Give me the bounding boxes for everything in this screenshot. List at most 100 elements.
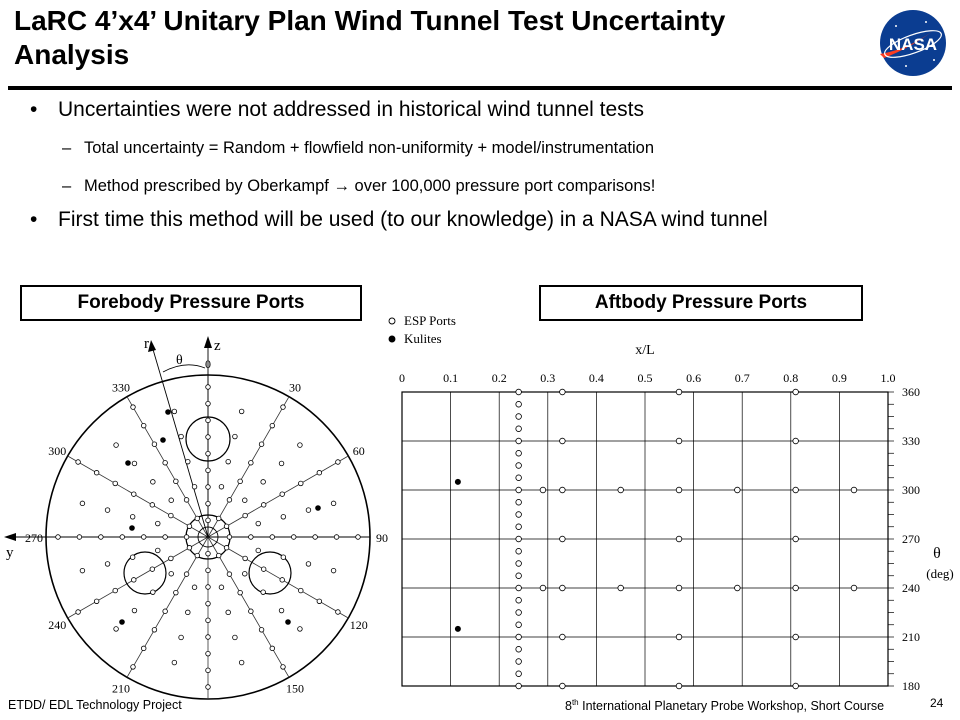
angle-label: 90 <box>376 531 388 545</box>
esp-port <box>191 584 198 590</box>
esp-port <box>141 422 147 429</box>
esp-port <box>515 670 522 677</box>
esp-port <box>269 422 275 429</box>
esp-port <box>232 634 238 641</box>
esp-port <box>539 486 547 494</box>
esp-port <box>205 650 211 657</box>
upper-circle <box>185 416 231 462</box>
esp-port <box>173 589 179 596</box>
esp-port <box>515 609 522 616</box>
esp-port <box>205 634 211 640</box>
esp-port <box>559 633 566 641</box>
esp-port <box>226 534 233 540</box>
esp-port <box>205 500 211 507</box>
esp-port <box>155 520 161 527</box>
esp-port <box>162 608 168 614</box>
esp-port <box>515 511 522 518</box>
esp-port <box>675 437 683 445</box>
esp-port <box>205 484 211 490</box>
esp-port <box>792 682 799 690</box>
esp-port <box>171 408 178 415</box>
esp-port <box>178 433 184 440</box>
radial-line <box>126 396 209 538</box>
esp-port <box>515 425 522 432</box>
esp-port <box>75 459 81 465</box>
radial-line <box>207 455 349 538</box>
forebody-diagram: yzrθ0330300270240210180150120906030 <box>4 336 388 700</box>
esp-port <box>205 584 211 590</box>
angle-label: 60 <box>353 444 365 458</box>
angle-label: 30 <box>289 380 301 394</box>
x-axis-label: x/L <box>635 343 654 358</box>
x-tick-label: 0.5 <box>638 371 653 385</box>
esp-port <box>183 571 190 577</box>
esp-port <box>242 512 248 519</box>
esp-port <box>305 507 312 513</box>
esp-port <box>280 664 286 670</box>
y-tick-label: 360 <box>902 385 920 399</box>
esp-port <box>131 607 138 614</box>
esp-port <box>162 534 168 540</box>
angle-label: 300 <box>48 444 66 458</box>
esp-port <box>75 609 81 615</box>
esp-port <box>205 617 211 624</box>
y-axis-symbol: θ <box>933 545 941 562</box>
legend-marker <box>388 335 396 343</box>
esp-port <box>515 474 522 481</box>
theta-arc <box>162 364 206 373</box>
esp-port <box>151 627 158 633</box>
sub-bullet-dash: – <box>62 139 72 157</box>
esp-port <box>205 467 211 474</box>
page-number: 24 <box>930 696 944 710</box>
footer-workshop: 8th International Planetary Probe Worksh… <box>565 698 884 713</box>
theta-label: θ <box>176 353 183 368</box>
esp-port <box>675 682 683 690</box>
plot-frame <box>401 391 889 687</box>
esp-port <box>515 597 522 604</box>
footer-workshop-sup: th <box>571 698 579 707</box>
sub-bullet-text-part: over 100,000 pressure port comparisons! <box>349 177 656 195</box>
esp-port <box>675 584 683 592</box>
nasa-logo-icon: NASA <box>880 10 946 76</box>
radial-line <box>126 536 209 678</box>
esp-port <box>515 572 522 579</box>
esp-port <box>129 554 136 560</box>
esp-port <box>130 664 136 670</box>
kulite-port <box>129 525 135 531</box>
esp-port <box>205 434 211 440</box>
esp-port <box>76 534 83 540</box>
legend-label: Kulites <box>404 331 442 346</box>
esp-port <box>226 497 233 503</box>
esp-port <box>216 552 222 559</box>
title-divider <box>8 86 952 90</box>
esp-port <box>734 584 741 592</box>
esp-port <box>155 547 161 554</box>
esp-port <box>183 534 190 540</box>
esp-port <box>297 626 303 632</box>
esp-port <box>269 534 275 540</box>
esp-port <box>168 497 174 503</box>
esp-port <box>183 497 190 503</box>
esp-port <box>297 442 303 448</box>
esp-port <box>149 566 156 572</box>
esp-port <box>151 441 158 447</box>
esp-port <box>129 514 136 520</box>
esp-port <box>515 450 522 457</box>
x-tick-label: 0 <box>399 371 405 385</box>
angle-label: 150 <box>286 682 304 696</box>
right-circle <box>248 551 292 595</box>
esp-port <box>675 388 683 396</box>
esp-port <box>248 608 254 614</box>
kulite-port <box>165 409 171 415</box>
esp-port <box>559 388 566 396</box>
esp-port <box>242 497 248 503</box>
x-tick-label: 0.9 <box>832 371 847 385</box>
y-axis-unit: (deg) <box>926 566 953 581</box>
esp-port <box>515 413 522 420</box>
r-axis-line <box>151 345 209 538</box>
esp-port <box>205 600 211 607</box>
angle-label: 330 <box>112 380 130 394</box>
esp-port <box>186 523 193 529</box>
esp-port <box>312 534 318 540</box>
esp-port <box>260 502 267 508</box>
